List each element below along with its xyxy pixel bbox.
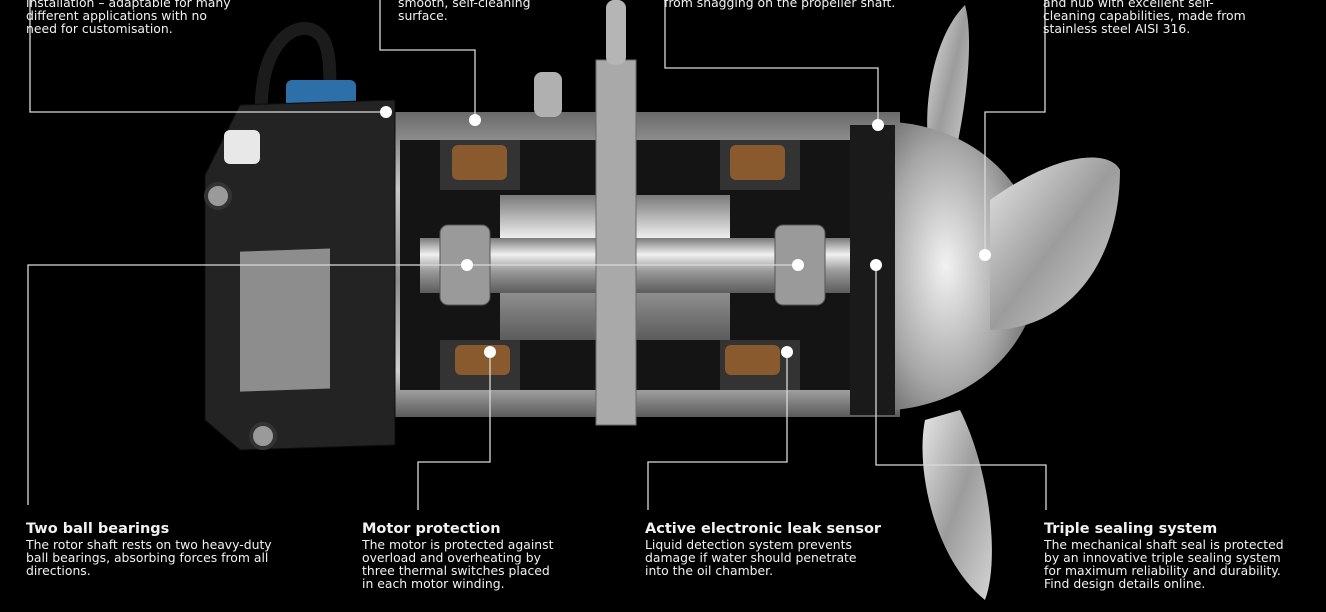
lifting-eye xyxy=(606,0,626,65)
callout-body: The rotor shaft rests on two heavy-duty … xyxy=(26,537,272,578)
winding xyxy=(725,345,780,375)
bolt xyxy=(249,422,277,450)
callout-snagging: from snagging on the propeller shaft. xyxy=(664,0,964,9)
dot-bearing-left xyxy=(461,259,473,271)
seal-chamber xyxy=(850,125,895,415)
dot-leak xyxy=(781,346,793,358)
callout-body: installation – adaptable for many differ… xyxy=(26,0,231,36)
callout-motor: Motor protection The motor is protected … xyxy=(362,521,602,590)
callout-heading: Motor protection xyxy=(362,521,501,537)
callout-heading: Two ball bearings xyxy=(26,521,170,537)
leak-sensor-plug xyxy=(534,72,562,117)
dot-sealing xyxy=(870,259,882,271)
dot-bearing-right xyxy=(792,259,804,271)
leader-sealing xyxy=(875,265,1047,510)
rating-plate xyxy=(240,248,330,392)
callout-body: smooth, self-cleaning surface. xyxy=(398,0,531,23)
leader-bearings xyxy=(27,264,467,505)
bolt xyxy=(204,182,232,210)
winding xyxy=(730,145,785,180)
callout-surface: smooth, self-cleaning surface. xyxy=(398,0,598,22)
dot-propeller xyxy=(979,249,991,261)
leader-snagging xyxy=(664,0,879,125)
callout-body: from snagging on the propeller shaft. xyxy=(664,0,896,10)
callout-body: Liquid detection system prevents damage … xyxy=(645,537,857,578)
callout-body: and hub with excellent self- cleaning ca… xyxy=(1043,0,1246,36)
callout-leak: Active electronic leak sensor Liquid det… xyxy=(645,521,905,577)
dot-installation xyxy=(380,106,392,118)
leader-propeller xyxy=(984,0,1046,255)
propeller-blade-bottom xyxy=(922,410,992,600)
callout-body: The mechanical shaft seal is protected b… xyxy=(1044,537,1284,591)
winding xyxy=(455,345,510,375)
winding xyxy=(452,145,507,180)
dot-surface xyxy=(469,114,481,126)
callout-installation: installation – adaptable for many differ… xyxy=(26,0,286,35)
dot-snagging xyxy=(872,119,884,131)
callout-bearings: Two ball bearings The rotor shaft rests … xyxy=(26,521,326,577)
callout-propeller: and hub with excellent self- cleaning ca… xyxy=(1043,0,1323,35)
leader-surface xyxy=(379,0,476,120)
callout-sealing: Triple sealing system The mechanical sha… xyxy=(1044,521,1326,590)
propeller-blade-side xyxy=(990,157,1120,330)
cable-connector xyxy=(224,130,260,164)
leader-motor xyxy=(417,352,491,510)
leader-installation xyxy=(29,0,386,113)
callout-heading: Triple sealing system xyxy=(1044,521,1218,537)
leader-leak xyxy=(647,352,788,510)
cable xyxy=(254,22,337,126)
callout-heading: Active electronic leak sensor xyxy=(645,521,882,537)
callout-body: The motor is protected against overload … xyxy=(362,537,554,591)
dot-motor xyxy=(484,346,496,358)
